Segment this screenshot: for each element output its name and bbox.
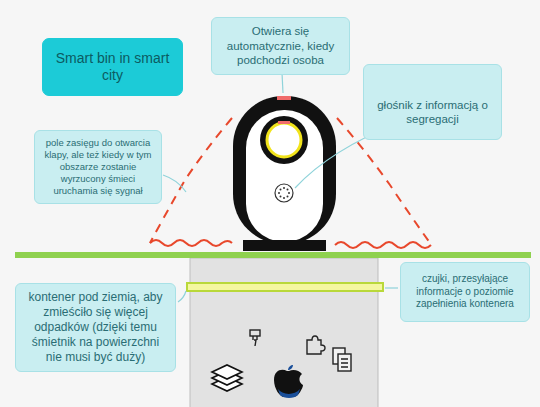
smart-bin [233, 96, 336, 251]
container-icons [212, 330, 351, 398]
sensor-bar [187, 283, 383, 291]
callout-text: kontener pod ziemią, aby zmieściło się w… [23, 290, 168, 365]
callout-box: pole zasięgu do otwarcia klapy, ale też … [34, 130, 162, 204]
callout-box: czujki, przesyłające informacje o poziom… [400, 262, 530, 322]
callout-box: Otwiera się automatycznie, kiedy podchod… [211, 17, 350, 75]
callout-text: głośnik z informacją o segregacji [371, 98, 494, 127]
callout-box: kontener pod ziemią, aby zmieściło się w… [15, 283, 176, 372]
apple-icon [274, 365, 303, 398]
callout-text: pole zasięgu do otwarcia klapy, ale też … [42, 137, 154, 196]
underground-container [190, 258, 378, 407]
callout-text: czujki, przesyłające informacje o poziom… [408, 273, 522, 311]
title-text: Smart bin in smart city [50, 50, 175, 85]
callout-box: głośnik z informacją o segregacji [363, 64, 502, 140]
callout-text: Otwiera się automatycznie, kiedy podchod… [219, 24, 342, 67]
title-box: Smart bin in smart city [42, 38, 183, 96]
ground-line [15, 252, 531, 258]
